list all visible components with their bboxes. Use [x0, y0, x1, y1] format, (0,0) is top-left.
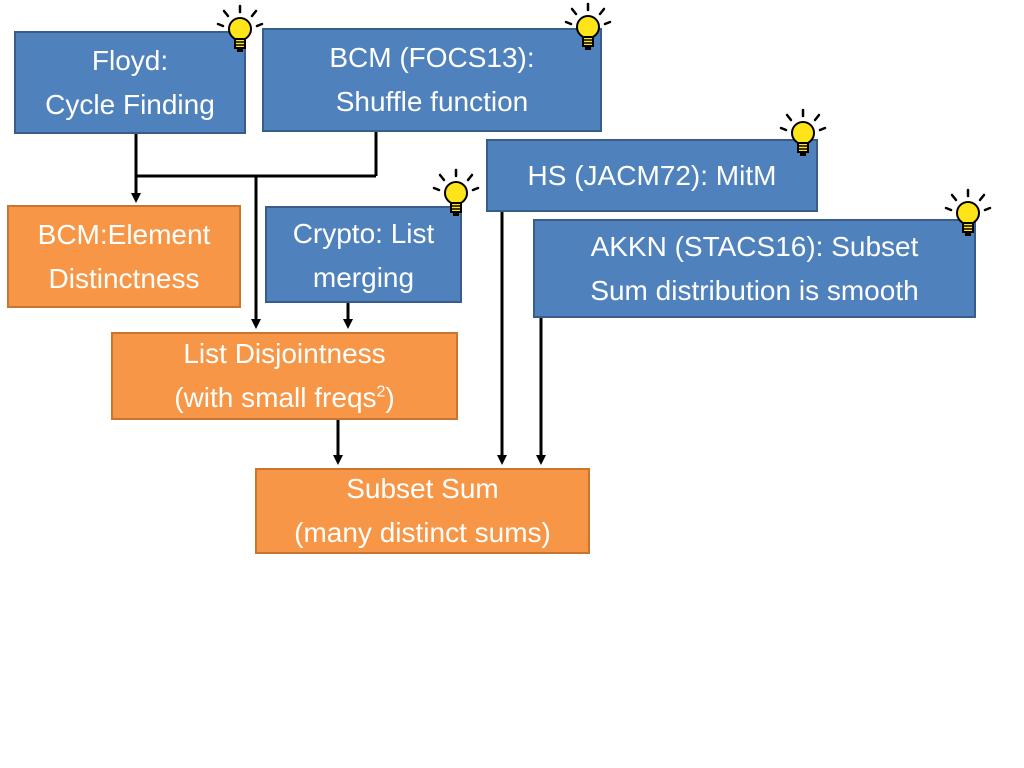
akkn-title: AKKN (STACS16): Subset: [590, 230, 919, 262]
freqs-superscript: 2: [376, 383, 386, 401]
floyd-subtitle: Cycle Finding: [45, 88, 215, 120]
bcm-element-distinctness-box: BCM:Element Distinctness: [7, 205, 241, 308]
floyd-title: Floyd:: [91, 44, 169, 76]
bcm-focs13-subtitle: Shuffle function: [335, 86, 529, 117]
crypto-subtitle: merging: [312, 262, 415, 293]
akkn-subtitle: Sum distribution is smooth: [590, 274, 919, 306]
hs-jacm72-title: HS (JACM72): MitM: [527, 159, 777, 191]
list-disjointness-title: List Disjointness: [183, 338, 386, 369]
lightbulb-icon: [432, 168, 480, 216]
bcm-element-subtitle: Distinctness: [48, 262, 200, 294]
bcm-element-title: BCM:Element: [37, 218, 211, 250]
lightbulb-icon: [944, 188, 992, 236]
bcm-focs13-box: BCM (FOCS13): Shuffle function: [262, 28, 602, 132]
crypto-list-merging-box: Crypto: List merging: [265, 206, 462, 303]
floyd-box: Floyd: Cycle Finding: [14, 31, 246, 134]
list-disjointness-box: List Disjointness (with small freqs2): [111, 332, 458, 420]
subset-sum-title: Subset Sum: [346, 473, 499, 504]
lightbulb-icon: [564, 2, 612, 50]
list-disjointness-subtitle-suffix: ): [385, 382, 395, 413]
list-disjointness-subtitle: (with small freqs2): [174, 376, 395, 420]
lightbulb-icon: [779, 108, 827, 156]
hs-jacm72-box: HS (JACM72): MitM: [486, 139, 818, 212]
crypto-title: Crypto: List: [292, 218, 435, 249]
bcm-focs13-title: BCM (FOCS13):: [329, 42, 535, 73]
akkn-stacs16-box: AKKN (STACS16): Subset Sum distribution …: [533, 219, 976, 318]
subset-sum-subtitle: (many distinct sums): [294, 517, 551, 548]
subset-sum-box: Subset Sum (many distinct sums): [255, 468, 590, 554]
lightbulb-icon: [216, 4, 264, 52]
list-disjointness-subtitle-prefix: (with small freqs: [174, 382, 377, 413]
